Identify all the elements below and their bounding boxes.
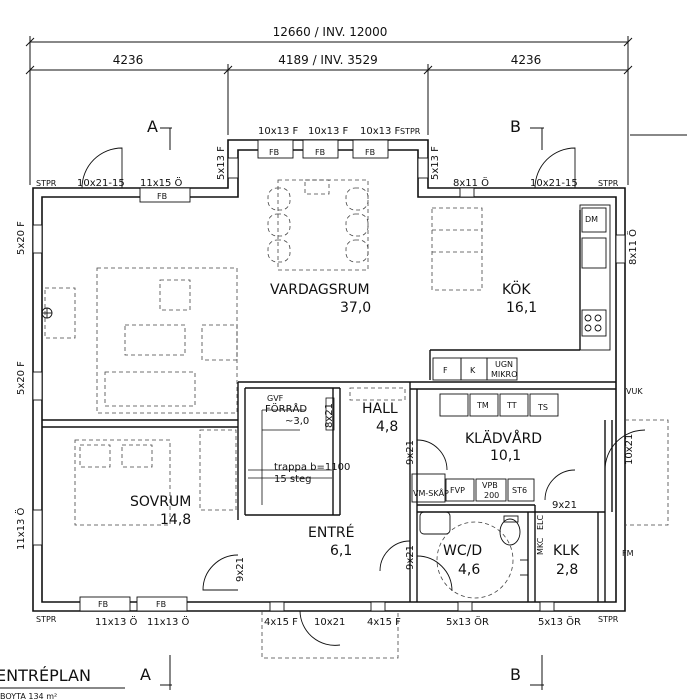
section-b-bottom: B bbox=[510, 665, 521, 684]
room-kladvard-area: 10,1 bbox=[490, 448, 521, 464]
window-label: 4x15 F bbox=[264, 617, 298, 628]
window-label: 5x13 ÖR bbox=[446, 615, 489, 628]
stpr-mark: STPR bbox=[598, 615, 619, 624]
room-entre-name: ENTRÉ bbox=[308, 524, 354, 541]
window-label-vertical: 10x21 bbox=[624, 434, 635, 465]
window-label-vertical: 5x13 F bbox=[216, 146, 227, 180]
fb-mark: FB bbox=[157, 192, 167, 201]
fb-mark: FB bbox=[269, 148, 279, 157]
section-b-top: B bbox=[510, 117, 521, 136]
appliance-label: DM bbox=[585, 215, 598, 224]
stair bbox=[248, 397, 335, 505]
room-klk-name: KLK bbox=[553, 543, 580, 559]
furniture bbox=[44, 179, 669, 659]
room-forrad-area: ~3,0 bbox=[285, 416, 309, 427]
room-kok-area: 16,1 bbox=[506, 300, 537, 316]
appliance-label: FM bbox=[622, 549, 634, 558]
stpr-mark: STPR bbox=[36, 179, 57, 188]
room-vardagsrum-area: 37,0 bbox=[340, 300, 371, 316]
kitchen-cabinets bbox=[41, 204, 611, 503]
room-klk-area: 2,8 bbox=[556, 562, 578, 578]
appliance-label: TS bbox=[537, 403, 548, 412]
window-label: 10x13 F bbox=[308, 126, 349, 137]
window-label: 10x21-15 bbox=[530, 178, 578, 189]
window-label-vertical: 11x13 Ö bbox=[14, 507, 27, 550]
stpr-mark: STPR bbox=[598, 179, 619, 188]
plan-subtitle: BOYTA 134 m² bbox=[0, 692, 57, 700]
room-wcd-area: 4,6 bbox=[458, 562, 480, 578]
stair-line-1: trappa b=1100 bbox=[274, 462, 350, 473]
room-forrad-name: FÖRRÅD bbox=[265, 402, 307, 415]
window-label: 11x15 Ö bbox=[140, 176, 183, 189]
appliance-label: 200 bbox=[484, 491, 499, 500]
dimension-lines bbox=[25, 36, 687, 185]
room-kok-name: KÖK bbox=[502, 280, 531, 298]
stpr-mark: STPR bbox=[36, 615, 57, 624]
door-label: 9x21 bbox=[405, 440, 416, 465]
appliance-label: VUK bbox=[626, 387, 643, 396]
window-label: 4x15 F bbox=[367, 617, 401, 628]
appliance-label: UGN bbox=[495, 360, 513, 369]
room-sovrum-name: SOVRUM bbox=[130, 494, 191, 510]
window-label: 10x21-15 bbox=[77, 178, 125, 189]
room-hall-area: 4,8 bbox=[376, 419, 398, 435]
appliance-label-vertical: ELC bbox=[536, 514, 545, 530]
window-label: 10x13 F bbox=[258, 126, 299, 137]
dim-total: 12660 / INV. 12000 bbox=[273, 25, 388, 39]
dim-middle: 4189 / INV. 3529 bbox=[278, 53, 378, 67]
appliance-label: VPB bbox=[482, 481, 498, 490]
appliance-label-vertical: MKC bbox=[536, 537, 545, 555]
fb-mark: FB bbox=[315, 148, 325, 157]
section-a-bottom: A bbox=[140, 665, 151, 684]
windows bbox=[32, 139, 626, 612]
room-vardagsrum-name: VARDAGSRUM bbox=[270, 282, 370, 298]
section-a-top: A bbox=[147, 117, 158, 136]
dim-left: 4236 bbox=[113, 53, 144, 67]
forrad-tag: GVF bbox=[267, 394, 284, 403]
appliance-label: TT bbox=[506, 401, 517, 410]
stair-line-2: 15 steg bbox=[274, 474, 312, 485]
appliance-label: ST6 bbox=[512, 486, 527, 495]
window-label: 10x13 F bbox=[360, 126, 401, 137]
window-label-vertical: 5x20 F bbox=[16, 221, 27, 255]
appliance-label: FVP bbox=[450, 486, 465, 495]
appliance-label: TM bbox=[476, 401, 489, 410]
window-label: 5x13 ÖR bbox=[538, 615, 581, 628]
fb-mark: FB bbox=[156, 600, 166, 609]
door-label: 9x21 bbox=[235, 557, 246, 582]
window-label-vertical: 5x20 F bbox=[16, 361, 27, 395]
room-hall-name: HALL bbox=[362, 401, 398, 417]
window-label-vertical: 8x11 Ö bbox=[626, 229, 639, 265]
appliance-label: F bbox=[443, 366, 448, 375]
stpr-mark: STPR bbox=[400, 127, 421, 136]
room-entre-area: 6,1 bbox=[330, 543, 352, 559]
appliance-label: MIKRO bbox=[491, 370, 517, 379]
door-label: 9x21 bbox=[552, 500, 577, 511]
room-wcd-name: WC/D bbox=[443, 543, 482, 559]
window-label: 8x11 Ö bbox=[453, 176, 489, 189]
window-label-vertical: 5x13 F bbox=[430, 146, 441, 180]
room-sovrum-area: 14,8 bbox=[160, 512, 191, 528]
door-swings bbox=[81, 147, 646, 646]
window-label: 11x13 Ö bbox=[95, 615, 138, 628]
bath-fixtures bbox=[419, 511, 528, 576]
window-label: 11x13 Ö bbox=[147, 615, 190, 628]
appliance-label: K bbox=[470, 366, 476, 375]
plan-title: ENTRÉPLAN bbox=[0, 666, 91, 685]
door-label: 8x21 bbox=[324, 403, 335, 428]
window-label: 10x21 bbox=[314, 617, 345, 628]
dim-right: 4236 bbox=[511, 53, 542, 67]
appliance-label: VM-SKÅP bbox=[413, 487, 449, 498]
fb-mark: FB bbox=[365, 148, 375, 157]
door-label: 9x21 bbox=[405, 545, 416, 570]
room-kladvard-name: KLÄDVÅRD bbox=[465, 429, 542, 447]
fb-mark: FB bbox=[98, 600, 108, 609]
section-lines bbox=[0, 127, 544, 690]
